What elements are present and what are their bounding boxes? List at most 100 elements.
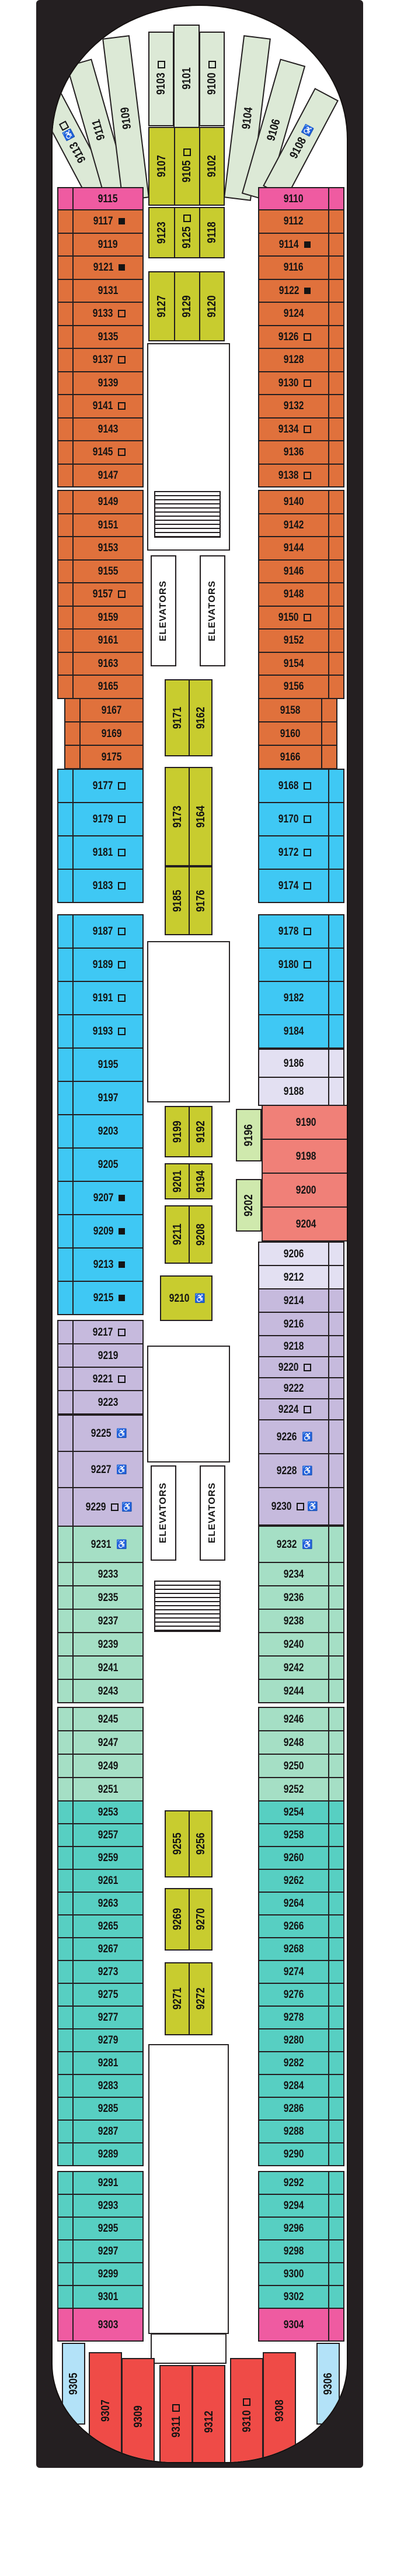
- cabin-9273: 9273: [57, 1960, 144, 1984]
- cabin-number: 9140: [283, 496, 304, 509]
- cabin-number: 9198: [295, 1150, 316, 1163]
- cabin-number: 9131: [97, 284, 119, 297]
- cabin-number: 9173: [170, 805, 184, 828]
- cabin-number: 9147: [97, 469, 119, 482]
- cabin-9247: 9247: [57, 1730, 144, 1755]
- cabin-9154: 9154: [258, 651, 344, 676]
- cabin-number: 9301: [97, 2291, 119, 2303]
- cabin-number: 9258: [283, 1829, 304, 1841]
- cabin-number: 9100: [206, 72, 218, 95]
- cabin-9122: 9122: [258, 278, 344, 303]
- aft-corridor-outline: [148, 2044, 229, 2334]
- cabin-number: 9291: [97, 2177, 119, 2189]
- cabin-number: 9190: [295, 1116, 316, 1129]
- cabin-9197: 9197: [57, 1081, 144, 1115]
- cabin-number: 9150: [278, 611, 299, 624]
- cabin-9307: 9307: [89, 2352, 122, 2462]
- cabin-9200: 9200: [262, 1173, 347, 1208]
- cabin-number: 9238: [283, 1614, 304, 1627]
- cabin-9219: 9219: [57, 1343, 144, 1368]
- cabin-number: 9187: [92, 925, 113, 938]
- cabin-9287: 9287: [57, 2119, 144, 2143]
- accessible-icon: ♿: [300, 123, 315, 138]
- cabin-9144: 9144: [258, 536, 344, 561]
- cabin-number: 9228: [276, 1464, 297, 1477]
- cabin-number: 9235: [97, 1591, 119, 1604]
- cabin-9231: 9231♿: [57, 1526, 144, 1563]
- cabin-9103: 9103: [148, 32, 174, 126]
- cabin-9184: 9184: [258, 1014, 344, 1049]
- cabin-9243: 9243: [57, 1679, 144, 1703]
- cabin-number: 9128: [283, 354, 304, 366]
- cabin-number: 9249: [97, 1759, 119, 1772]
- cabin-9195: 9195: [57, 1047, 144, 1082]
- cabin-9115: 9115: [57, 187, 144, 210]
- cabin-number: 9281: [97, 2057, 119, 2069]
- cabin-number: 9290: [283, 2148, 304, 2160]
- cabin-number: 9259: [97, 1852, 119, 1864]
- cabin-number: 9149: [97, 496, 119, 509]
- elevators-label: ELEVATORS: [158, 1482, 168, 1544]
- open-square-icon: [304, 849, 312, 856]
- cabin-9272: 9272: [189, 1962, 213, 2035]
- cabin-number: 9152: [283, 634, 304, 647]
- cabin-9206: 9206: [258, 1242, 344, 1266]
- cabin-9167: 9167: [64, 698, 144, 722]
- open-square-icon: [118, 402, 126, 410]
- cabin-number: 9311: [169, 2416, 183, 2438]
- cabin-number: 9194: [194, 1170, 207, 1192]
- cabin-number: 9307: [99, 2399, 112, 2422]
- cabin-number: 9155: [97, 565, 119, 578]
- cabin-9163: 9163: [57, 651, 144, 676]
- cabin-number: 9273: [97, 1966, 119, 1978]
- cabin-number: 9159: [97, 611, 119, 624]
- cabin-9282: 9282: [258, 2051, 344, 2075]
- open-square-icon: [118, 448, 126, 457]
- cabin-number: 9163: [97, 657, 119, 670]
- cabin-number: 9157: [92, 588, 113, 601]
- cabin-9223: 9223: [57, 1390, 144, 1415]
- cabin-9191: 9191: [57, 981, 144, 1015]
- cabin-number: 9250: [283, 1759, 304, 1772]
- open-square-icon: [304, 613, 312, 621]
- cabin-9293: 9293: [57, 2194, 144, 2218]
- cabin-number: 9305: [67, 2373, 80, 2395]
- cabin-number: 9215: [93, 1292, 114, 1304]
- cabin-number: 9252: [283, 1783, 304, 1796]
- open-square-icon: [243, 2398, 250, 2406]
- open-square-icon: [172, 2404, 180, 2412]
- cabin-number: 9114: [279, 238, 299, 251]
- cabin-number: 9299: [97, 2268, 119, 2280]
- open-square-icon: [304, 961, 312, 969]
- cabin-9244: 9244: [258, 1679, 344, 1703]
- cabin-9288: 9288: [258, 2119, 344, 2143]
- cabin-9153: 9153: [57, 536, 144, 561]
- cabin-number: 9270: [194, 1908, 207, 1931]
- elevator-bank-aft-port: ELEVATORS: [151, 1465, 176, 1561]
- accessible-icon: ♿: [302, 1539, 313, 1550]
- cabin-number: 9162: [194, 707, 207, 729]
- cabin-number: 9113: [67, 140, 89, 165]
- cabin-9237: 9237: [57, 1609, 144, 1633]
- cabin-number: 9104: [239, 106, 255, 130]
- cabin-number: 9242: [283, 1661, 304, 1674]
- filled-square-icon: [119, 264, 126, 271]
- cabin-9171: 9171: [165, 679, 190, 756]
- cabin-number: 9275: [97, 1989, 119, 2001]
- cabin-number: 9154: [283, 657, 304, 670]
- cabin-9218: 9218: [258, 1335, 344, 1357]
- cabin-number: 9280: [283, 2034, 304, 2046]
- cabin-9257: 9257: [57, 1823, 144, 1847]
- cabin-9306: 9306: [316, 2343, 340, 2425]
- cabin-number: 9105: [180, 160, 194, 182]
- cabin-9146: 9146: [258, 559, 344, 583]
- cabin-9269: 9269: [165, 1888, 190, 1951]
- cabin-9129: 9129: [173, 271, 201, 341]
- cabin-number: 9294: [283, 2200, 304, 2212]
- cabin-9121: 9121: [57, 255, 144, 280]
- cabin-9258: 9258: [258, 1823, 344, 1847]
- cabin-number: 9191: [92, 992, 113, 1004]
- open-square-icon: [304, 1363, 312, 1371]
- elevators-label: ELEVATORS: [207, 580, 217, 642]
- cabin-number: 9287: [97, 2125, 119, 2138]
